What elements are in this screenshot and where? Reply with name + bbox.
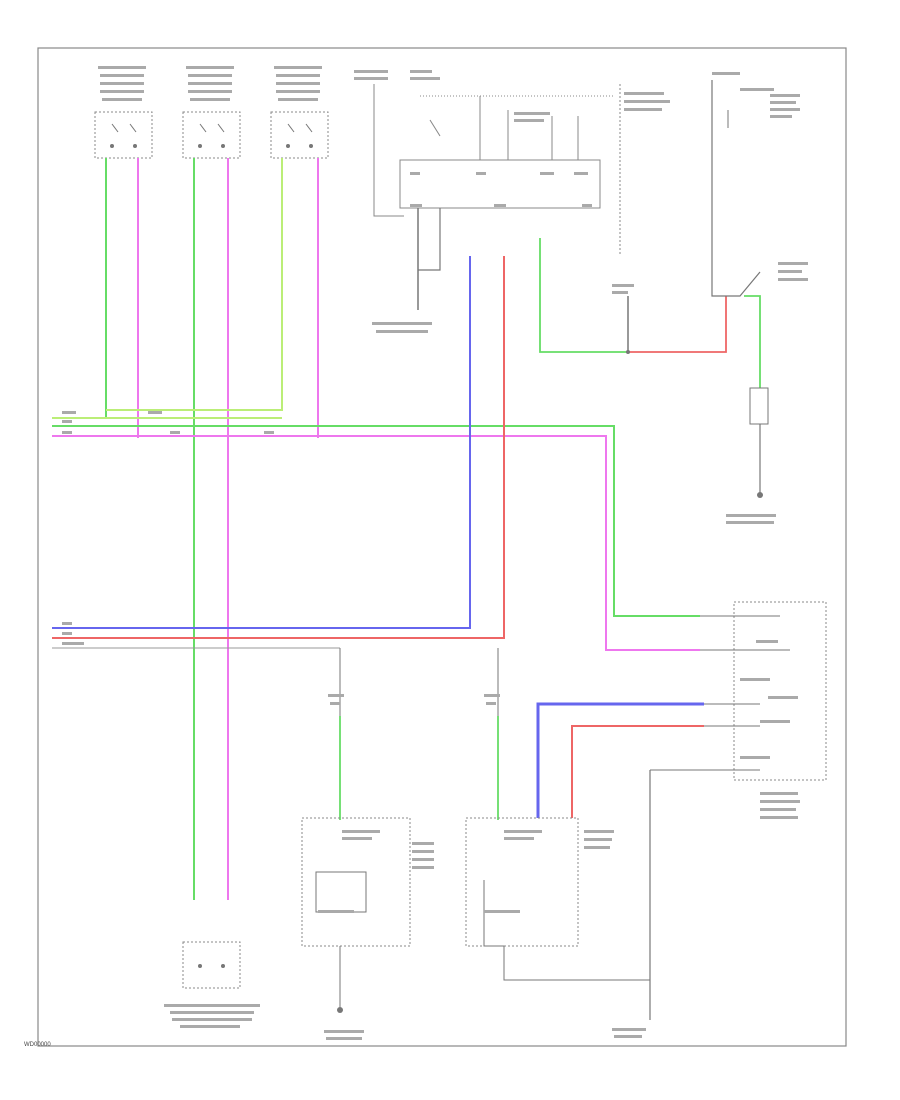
sensor-block-bottom [182,941,241,989]
sensor-labels [98,66,322,101]
diagram-frame [37,47,847,1047]
lower-left-module [301,648,411,1013]
diagram-code: WD00000 [24,1042,51,1048]
relay-control-box [373,84,621,256]
fuse-switch-labels [712,72,808,524]
fuse-switch-group [711,80,769,498]
lower-center-labels [484,694,646,1038]
sensor-block-1 [94,111,153,159]
sensor-block-2 [182,111,241,159]
lower-left-labels [318,694,434,1040]
door-switch-box [536,601,827,1020]
sensor-wires [105,158,319,900]
lower-center-module [465,648,650,981]
relay-box-labels [354,70,670,207]
relay-box-outputs [417,208,727,354]
door-switch-labels [740,640,800,819]
sensor-bottom-labels [164,1004,260,1028]
bus-labels [62,411,274,645]
sensor-block-3 [270,111,329,159]
harness-bus [52,256,700,651]
relay-output-labels [372,284,634,333]
